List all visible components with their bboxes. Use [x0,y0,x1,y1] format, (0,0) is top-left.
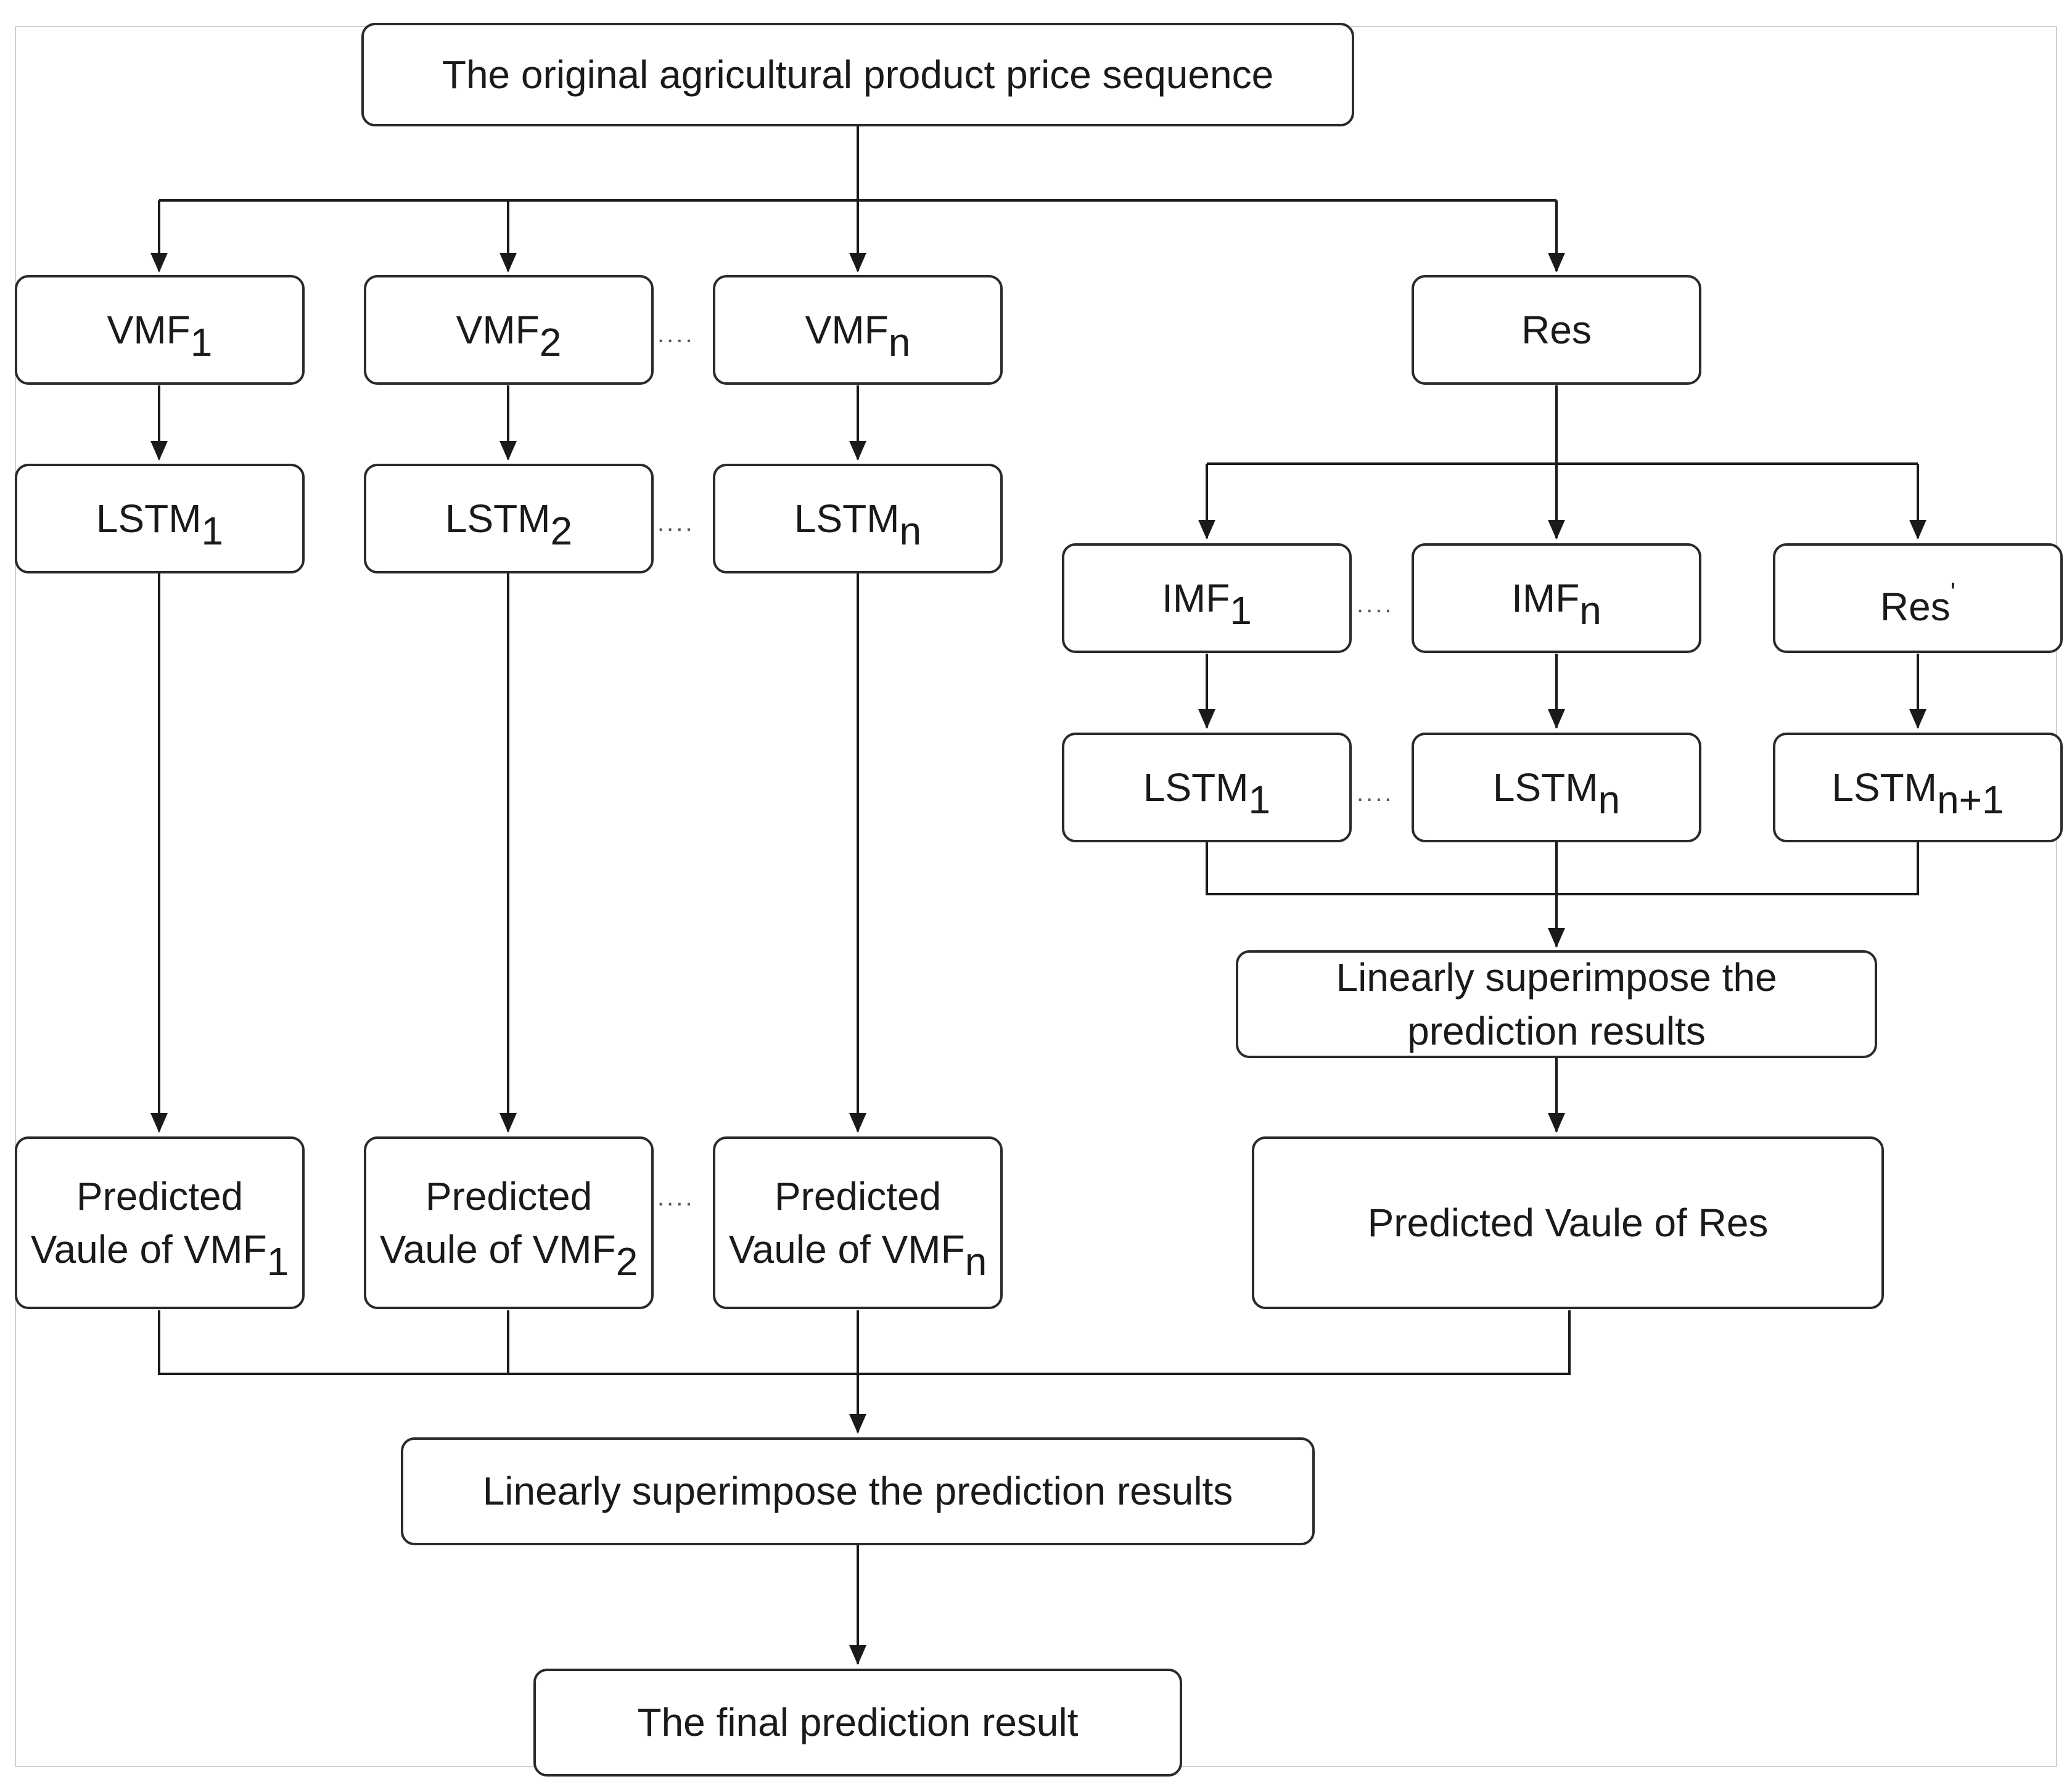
node-label: IMFn [1511,575,1601,633]
lstm-2-node: LSTM2 [364,464,654,573]
superimpose-all-node: Linearly superimpose the prediction resu… [401,1437,1315,1545]
arrowhead [500,441,517,461]
ellipsis: .... [657,321,695,348]
arrowhead [1909,520,1926,540]
predicted-vmf-n-node: Predicted Vaule of VMFn [713,1136,1003,1309]
arrowhead [150,1113,168,1133]
node-label: Predicted Vaule of VMF1 [30,1173,289,1284]
arrowhead [1198,709,1215,729]
node-label: Res [1521,307,1592,352]
connector [1206,842,1919,895]
lstm-n-node: LSTMn [713,464,1003,573]
node-label: The original agricultural product price … [442,52,1274,97]
arrowhead [849,1645,866,1665]
predicted-vmf-1-node: Predicted Vaule of VMF1 [15,1136,305,1309]
lstm-1-node: LSTM1 [15,464,305,573]
final-result-node: The final prediction result [533,1669,1182,1777]
arrowhead [849,1113,866,1133]
vmf-2-node: VMF2 [364,275,654,385]
vmf-n-node: VMFn [713,275,1003,385]
node-label: VMF2 [456,307,562,365]
source-sequence-node: The original agricultural product price … [361,23,1354,126]
arrowhead [500,253,517,273]
ellipsis: .... [1357,779,1394,807]
node-label: Predicted Vaule of Res [1367,1200,1769,1245]
predicted-res-node: Predicted Vaule of Res [1252,1136,1884,1309]
vmf-1-node: VMF1 [15,275,305,385]
arrowhead [849,1414,866,1434]
arrowhead [1198,520,1215,540]
arrowhead [1548,253,1565,273]
node-label: The final prediction result [637,1700,1079,1745]
ellipsis: .... [1357,591,1394,618]
lstm-imf-n-node: LSTMn [1412,733,1701,842]
node-label: Linearly superimpose the prediction resu… [1336,955,1777,1053]
node-label: Res' [1880,577,1956,629]
node-label: VMF1 [107,307,213,365]
node-label: LSTMn+1 [1832,765,2004,823]
connector [158,1310,1571,1375]
predicted-vmf-2-node: Predicted Vaule of VMF2 [364,1136,654,1309]
node-label: LSTMn [794,496,922,554]
superimpose-res-node: Linearly superimpose the prediction resu… [1236,950,1877,1058]
arrowhead [1909,709,1926,729]
node-label: Linearly superimpose the prediction resu… [482,1469,1233,1514]
node-label: IMF1 [1162,575,1252,633]
res-prime-node: Res' [1773,543,2063,653]
node-label: LSTMn [1492,765,1621,823]
lstm-imf-1-node: LSTM1 [1062,733,1352,842]
node-label: LSTM1 [96,496,224,554]
arrowhead [849,253,866,273]
arrowhead [1548,1113,1565,1133]
ellipsis: .... [657,1184,695,1211]
node-label: LSTM2 [445,496,573,554]
arrowhead [150,441,168,461]
res-node: Res [1412,275,1701,385]
node-label: LSTM1 [1143,765,1271,823]
arrowhead [1548,520,1565,540]
arrowhead [500,1113,517,1133]
imf-1-node: IMF1 [1062,543,1352,653]
arrowhead [1548,709,1565,729]
imf-n-node: IMFn [1412,543,1701,653]
arrowhead [150,253,168,273]
arrowhead [1548,928,1565,948]
node-label: VMFn [805,307,911,365]
lstm-res-prime-node: LSTMn+1 [1773,733,2063,842]
node-label: Predicted Vaule of VMF2 [379,1173,638,1284]
ellipsis: .... [657,509,695,536]
node-label: Predicted Vaule of VMFn [728,1173,987,1284]
arrowhead [849,441,866,461]
